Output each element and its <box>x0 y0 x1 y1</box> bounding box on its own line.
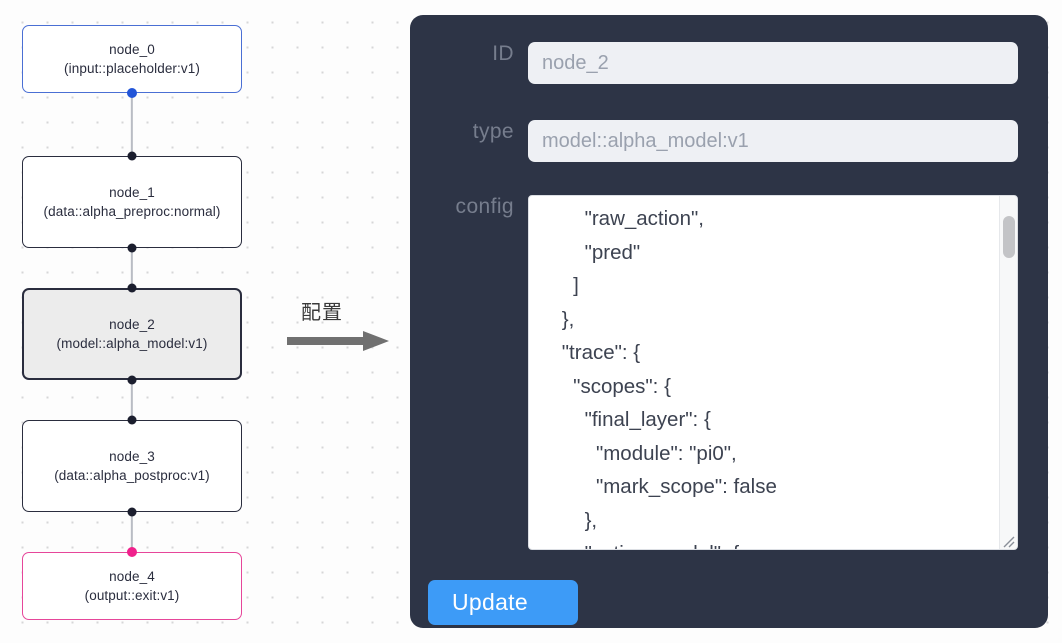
flow-node-node_4[interactable]: node_4(output::exit:v1) <box>22 552 242 620</box>
config-scrollbar-thumb[interactable] <box>1003 216 1015 258</box>
flow-node-node_1[interactable]: node_1(data::alpha_preproc:normal) <box>22 156 242 248</box>
flow-node-node_2[interactable]: node_2(model::alpha_model:v1) <box>22 288 242 380</box>
edge-node2-node3 <box>130 380 134 420</box>
flow-node-label: node_3(data::alpha_postproc:v1) <box>29 447 235 485</box>
flow-node-label: node_2(model::alpha_model:v1) <box>30 315 234 353</box>
edge-node0-node1 <box>130 93 134 156</box>
node-handle-target-node_1[interactable] <box>127 151 137 161</box>
node-handle-source-node_3[interactable] <box>127 507 137 517</box>
arrow-right-icon <box>287 331 389 351</box>
flow-node-title: node_4 <box>109 569 155 584</box>
field-row-type: type <box>428 120 1018 162</box>
edge-node3-node4 <box>130 512 134 552</box>
config-scrollbar[interactable] <box>999 196 1017 549</box>
update-button[interactable]: Update <box>428 580 578 625</box>
edge-node1-node2 <box>130 248 134 288</box>
config-textarea[interactable]: "raw_action", "pred" ] }, "trace": { "sc… <box>561 207 777 549</box>
node-handle-target-node_4[interactable] <box>127 547 137 557</box>
field-row-id: ID <box>428 42 1018 84</box>
flow-node-node_3[interactable]: node_3(data::alpha_postproc:v1) <box>22 420 242 512</box>
node-handle-source-node_1[interactable] <box>127 243 137 253</box>
flow-node-subtitle: (data::alpha_preproc:normal) <box>43 204 221 219</box>
node-handle-source-node_2[interactable] <box>127 375 137 385</box>
id-field-label: ID <box>492 42 514 65</box>
flow-node-label: node_4(output::exit:v1) <box>29 567 235 605</box>
flow-node-subtitle: (output::exit:v1) <box>84 588 180 603</box>
node-flow-graph[interactable]: node_0(input::placeholder:v1) node_1(dat… <box>0 0 400 643</box>
config-field-label: config <box>455 195 514 218</box>
transfer-label: 配置 <box>301 302 343 324</box>
config-editor[interactable]: "raw_action", "pred" ] }, "trace": { "sc… <box>528 195 1018 550</box>
type-input[interactable] <box>528 120 1018 162</box>
flow-node-title: node_0 <box>109 42 155 57</box>
field-row-config: config "raw_action", "pred" ] }, "trace"… <box>428 195 1018 550</box>
flow-node-subtitle: (model::alpha_model:v1) <box>56 336 208 351</box>
flow-node-title: node_3 <box>109 449 155 464</box>
flow-node-label: node_0(input::placeholder:v1) <box>29 40 235 78</box>
node-inspector-panel: ID type config "raw_action", "pred" ] },… <box>410 15 1048 628</box>
flow-node-subtitle: (input::placeholder:v1) <box>64 61 200 76</box>
node-handle-target-node_3[interactable] <box>127 415 137 425</box>
flow-node-subtitle: (data::alpha_postproc:v1) <box>54 468 210 483</box>
node-handle-target-node_2[interactable] <box>127 283 137 293</box>
flow-node-title: node_1 <box>109 185 155 200</box>
flow-node-title: node_2 <box>109 317 155 332</box>
type-field-label: type <box>472 120 514 143</box>
node-handle-source-node_0[interactable] <box>127 88 137 98</box>
id-input[interactable] <box>528 42 1018 84</box>
flow-node-label: node_1(data::alpha_preproc:normal) <box>29 183 235 221</box>
transfer-annotation: 配置 <box>287 296 397 362</box>
flow-node-node_0[interactable]: node_0(input::placeholder:v1) <box>22 25 242 93</box>
